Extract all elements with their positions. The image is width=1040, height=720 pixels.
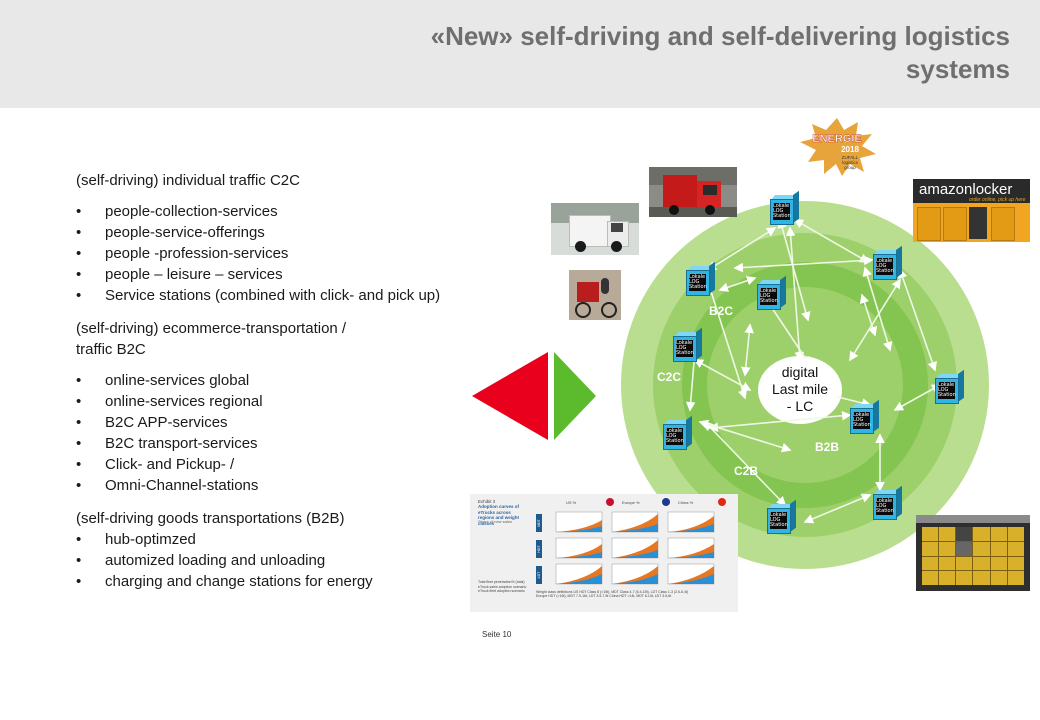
station-label: Lokale LOG Station [689, 274, 707, 291]
center-ellipse [758, 356, 842, 424]
etruck-adoption-exhibit: Exhibit 3 Adoption curves of eTrucks acr… [470, 494, 738, 612]
list-item: online-services regional [76, 391, 506, 412]
c2c-heading: (self-driving) individual traffic C2C [76, 172, 300, 189]
header-bar: «New» self-driving and self-delivering l… [0, 0, 1040, 108]
exhibit-title: Adoption curves of eTrucks across region… [478, 504, 520, 526]
list-item: people-service-offerings [76, 222, 506, 243]
title-line-2: systems [905, 54, 1010, 84]
logo-starburst [800, 118, 876, 176]
station-label: Lokale LOG Station [770, 512, 788, 529]
b2c-heading-line-1: (self-driving) ecommerce-transportation … [76, 320, 347, 337]
list-item: B2C APP-services [76, 412, 506, 433]
list-item: Omni-Channel-stations [76, 475, 506, 496]
b2c-heading-line-2: traffic B2C [76, 341, 146, 358]
station-box: Lokale LOG Station [850, 399, 879, 434]
red-pointer [472, 352, 548, 440]
green-pointer [554, 352, 596, 440]
b2c-heading: (self-driving) ecommerce-transportation … [76, 318, 506, 360]
station-box: Lokale LOG Station [873, 245, 902, 280]
red-truck-photo [649, 167, 737, 217]
station-label: Lokale LOG Station [938, 382, 956, 399]
us-flag-icon [606, 498, 614, 506]
station-box: Lokale LOG Station [767, 499, 796, 534]
white-van-photo [551, 203, 639, 255]
list-item: Service stations (combined with click- a… [76, 285, 506, 306]
list-item: online-services global [76, 370, 506, 391]
row-label-mdt: MDT [537, 518, 541, 526]
exhibit-label: Exhibit 3 [478, 499, 496, 504]
small-multiples: MDT HDT LDT [536, 511, 715, 585]
logo-line-3: ZUFALL [842, 155, 859, 160]
logo-line-5: group [844, 165, 856, 170]
region-europe: Europe % [622, 500, 640, 505]
station-box: Lokale LOG Station [873, 485, 902, 520]
list-item: Click- and Pickup- / [76, 454, 506, 475]
ring-label-c2b: C2B [734, 464, 759, 478]
exhibit-legend: Total fleet penetration% (total) eTruck … [478, 580, 533, 594]
logo-line-4: logistics [842, 160, 859, 165]
list-item: B2C transport-services [76, 433, 506, 454]
station-box: Lokale LOG Station [757, 275, 786, 310]
ring-label-b2b: B2B [815, 440, 840, 454]
page-title: «New» self-driving and self-delivering l… [250, 20, 1010, 86]
station-box: Lokale LOG Station [686, 261, 715, 296]
center-line-2: Last mile [771, 381, 829, 397]
exhibit-footnote: Weight class definitions US HDT Class 8 … [536, 590, 734, 598]
cargo-bike-photo [569, 270, 621, 320]
logistics-ring-diagram [621, 201, 989, 569]
station-box: Lokale LOG Station [663, 415, 692, 450]
exhibit-subtitle: Share of new sales [478, 519, 513, 524]
station-label: Lokale LOG Station [676, 340, 694, 357]
station-label: Lokale LOG Station [760, 288, 778, 305]
page-number: Seite 10 [482, 630, 512, 639]
station-label: Lokale LOG Station [876, 498, 894, 515]
b2c-list: online-services global online-services r… [76, 370, 506, 496]
c2c-list: people-collection-services people-servic… [76, 201, 506, 306]
amazon-brand-text: amazonlocker [919, 181, 1013, 198]
row-label-ldt: LDT [537, 571, 541, 578]
b2b-heading: (self-driving goods transportations (B2B… [76, 510, 345, 527]
list-item: automized loading and unloading [76, 550, 506, 571]
china-flag-icon [718, 498, 726, 506]
amazon-tagline: order online, pick up here [969, 197, 1026, 203]
legend-item-2: eTruck sales adoption scenario [478, 584, 527, 589]
amazon-locker-photo: amazonlocker order online, pick up here [913, 179, 1030, 242]
legend-item-3: eTruck fleet adoption scenario [478, 589, 525, 593]
text-content: (self-driving) individual traffic C2C pe… [76, 170, 506, 592]
footnote-line-1: Weight class definitions US HDT Class 8 … [536, 590, 689, 594]
pointer-arrows [472, 352, 596, 440]
eu-flag-icon [662, 498, 670, 506]
title-line-1: «New» self-driving and self-delivering l… [430, 21, 1010, 51]
parcel-locker-photo [916, 515, 1030, 591]
list-item: people -profession-services [76, 243, 506, 264]
logo-line-2: 2018 [841, 145, 859, 154]
center-line-3: - LC [786, 398, 814, 414]
station-label: Lokale LOG Station [666, 428, 684, 445]
station-box: Lokale LOG Station [935, 369, 964, 404]
region-us: US % [566, 500, 577, 505]
center-line-1: digital [781, 364, 819, 380]
list-item: charging and change stations for energy [76, 571, 506, 592]
station-label: Lokale LOG Station [853, 412, 871, 429]
energie-logo: ENERGIE 2018 ZUFALL logistics group [800, 118, 876, 176]
station-box: Lokale LOG Station [673, 327, 702, 362]
list-item: people – leisure – services [76, 264, 506, 285]
station-box: Lokale LOG Station [770, 190, 799, 225]
row-label-hdt: HDT [537, 545, 541, 553]
legend-item-1: Total fleet penetration% (total) [478, 580, 525, 584]
ring-label-c2c: C2C [657, 370, 682, 384]
logo-line-1: ENERGIE [812, 133, 862, 145]
center-label: digital Last mile - LC [760, 364, 840, 415]
ring-label-b2c: B2C [709, 304, 734, 318]
list-item: hub-optimzed [76, 529, 506, 550]
station-label: Lokale LOG Station [876, 258, 894, 275]
list-item: people-collection-services [76, 201, 506, 222]
footnote-line-2: Europe HDT (>16t), MDT 7.5-16t, LDT 3.5-… [536, 594, 672, 598]
station-label: Lokale LOG Station [773, 203, 791, 220]
b2b-list: hub-optimzed automized loading and unloa… [76, 529, 506, 592]
region-china: China % [678, 500, 694, 505]
